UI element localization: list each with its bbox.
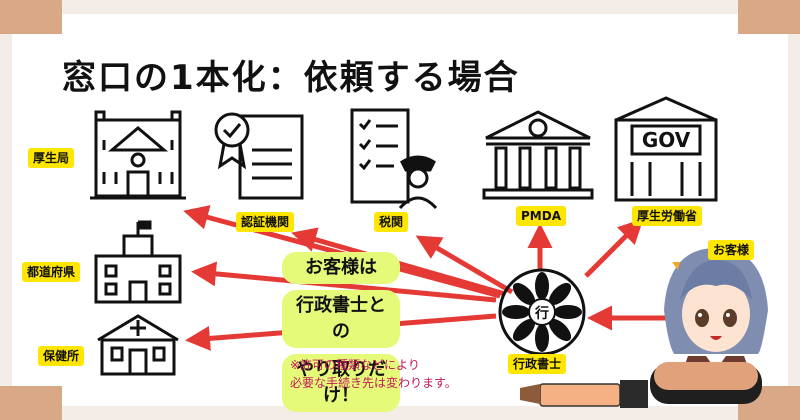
gov-sign-text: GOV <box>642 128 691 152</box>
bubble-line-2: 行政書士との <box>282 290 400 348</box>
message-bubble: お客様は 行政書士との やり取りだけ！ <box>282 250 400 418</box>
label-pmda: PMDA <box>516 206 566 226</box>
prefecture-office-icon <box>94 220 182 304</box>
customs-officer-icon <box>350 108 438 210</box>
client-character-icon <box>664 248 768 378</box>
arrow-to-prefecture <box>191 261 497 303</box>
footnote-line-2: 必要な手続き先は変わります。 <box>290 376 457 390</box>
pmda-building-icon <box>482 110 594 200</box>
eraser-icon <box>650 362 762 404</box>
page-title: 窓口の1本化：依頼する場合 <box>62 58 520 98</box>
administrative-scrivener-emblem-icon <box>498 268 586 356</box>
arrow-to-customs <box>415 235 514 295</box>
arrow-to-ministry <box>584 218 644 278</box>
label-health-center: 保健所 <box>38 346 85 366</box>
label-prefecture: 都道府県 <box>22 262 81 282</box>
certificate-icon <box>214 112 304 200</box>
label-client: お客様 <box>708 240 755 260</box>
arrow-to-certification-body <box>291 227 506 297</box>
regional-bureau-building-icon <box>90 110 186 200</box>
highlighter-pen-icon <box>520 380 648 408</box>
health-center-icon <box>97 314 179 376</box>
tape-corner-top-right <box>738 0 800 34</box>
label-regional-bureau: 厚生局 <box>28 148 75 168</box>
label-ministry: 厚生労働省 <box>632 206 703 226</box>
tape-corner-top-left <box>0 0 62 34</box>
tape-corner-bottom-left <box>0 386 62 420</box>
label-administrative-scrivener: 行政書士 <box>508 354 567 374</box>
bubble-line-1: お客様は <box>282 252 400 284</box>
label-customs: 税関 <box>374 212 409 232</box>
footnote: ※許可の種類などにより 必要な手続き先は変わります。 <box>290 356 457 392</box>
label-certification-body: 認証機関 <box>236 212 295 232</box>
footnote-line-1: ※許可の種類などにより <box>290 358 420 372</box>
bubble-line-3: やり取りだけ！ <box>282 354 400 412</box>
emblem-character: 行 <box>534 305 549 322</box>
ministry-gov-building-icon <box>614 96 718 202</box>
